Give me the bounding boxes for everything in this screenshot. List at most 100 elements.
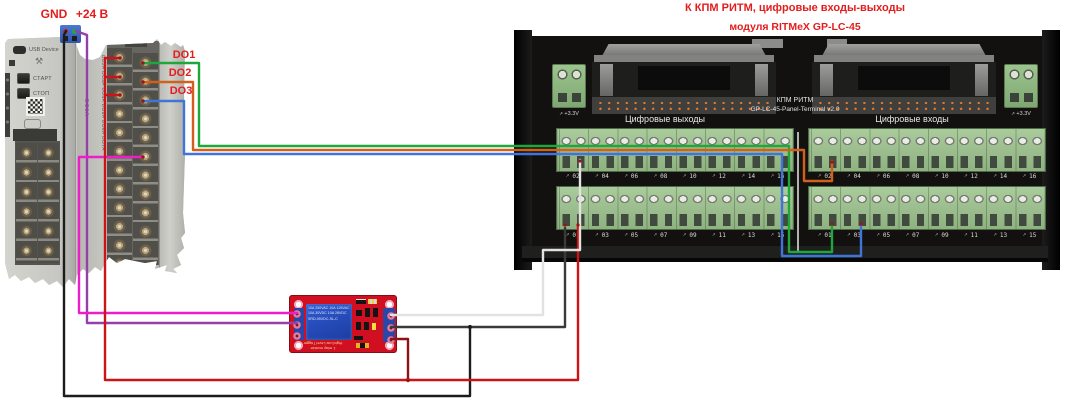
terminal-clamp	[13, 129, 57, 141]
pin-icon: ↗	[770, 232, 775, 237]
screw-column	[16, 143, 37, 263]
v33-label-right: ↗ +3.3V	[1011, 111, 1031, 117]
terminal-label: ↗14	[741, 172, 756, 180]
pin-icon: ↗	[565, 173, 570, 178]
terminal-label: ↗16	[770, 172, 785, 180]
power-terminal-3v3-right[interactable]	[1004, 64, 1038, 108]
pin-icon: ↗	[963, 173, 968, 178]
pin-icon: ↗	[934, 232, 939, 237]
connector-shell-base	[814, 55, 994, 63]
pin-icon: ↗	[711, 232, 716, 237]
pin-icon: ↗	[1011, 111, 1015, 116]
connector-shell-base	[594, 55, 774, 63]
panel-right-flange	[1042, 30, 1060, 270]
terminal-label: ↗13	[741, 231, 756, 239]
wire-opening	[1010, 93, 1019, 102]
wire-opening-row	[559, 214, 793, 226]
latch	[820, 64, 833, 114]
latch	[600, 64, 613, 114]
service-tools-icon: ⚒	[35, 56, 44, 66]
signal-pin[interactable]	[293, 310, 301, 318]
panel-bottom-edge	[522, 258, 1048, 262]
terminal-strip-outputs-even[interactable]	[556, 128, 794, 172]
do1-label: DO1	[172, 49, 196, 61]
screw-column	[133, 53, 158, 265]
smd-component	[364, 322, 369, 330]
vcc-pin[interactable]	[293, 321, 301, 329]
terminal-opening	[1023, 69, 1034, 80]
connector-socket-cavity	[638, 66, 730, 90]
screw-row	[559, 133, 793, 149]
indicator-square	[9, 60, 15, 66]
wire-opening-row	[811, 156, 1045, 168]
terminal-label: ↗06	[624, 172, 639, 180]
screw-column	[107, 48, 132, 265]
stop-button[interactable]	[17, 88, 30, 99]
screw-row	[559, 191, 793, 207]
terminal-labels-inputs-even: ↗02↗04↗06↗08↗10↗12↗14↗16	[808, 171, 1046, 181]
panel-title-line2: модуля RITMeX GP-LC-45	[729, 21, 861, 33]
connector-socket-cavity	[858, 66, 950, 90]
gnd-label: GND	[40, 7, 68, 21]
wire-opening	[572, 93, 581, 102]
status-led-strip	[5, 73, 10, 137]
pin-icon: ↗	[624, 173, 628, 178]
start-button[interactable]	[17, 73, 30, 84]
idc-connector-inputs[interactable]	[812, 44, 996, 114]
plus24v-pin	[72, 29, 77, 34]
terminal-labels-outputs-even: ↗02↗04↗06↗08↗10↗12↗14↗16	[556, 171, 794, 181]
gnd-pin[interactable]	[293, 332, 301, 340]
pin-icon: ↗	[682, 173, 687, 178]
pin-icon: ↗	[876, 173, 880, 178]
connector-shell	[602, 44, 766, 56]
plc-cpu-face: USB Device ⚒ СТАРТ СТОП microSD	[5, 33, 76, 287]
terminal-label: ↗05	[624, 231, 639, 239]
terminal-clamp	[125, 35, 147, 47]
terminal-strip-inputs-odd[interactable]	[808, 186, 1046, 230]
pin-icon: ↗	[770, 173, 775, 178]
terminal-label: ↗10	[934, 172, 949, 180]
relay-silkscreen-text: 1 relay module High/Low Level Trigger	[303, 340, 343, 350]
plc-module[interactable]: USB Device ⚒ СТАРТ СТОП microSD DO1A DO2…	[5, 33, 185, 287]
pin-icon: ↗	[993, 232, 997, 237]
terminal-label: ↗15	[770, 231, 785, 239]
transistor	[356, 310, 362, 316]
wire-opening	[558, 93, 567, 102]
pin-icon: ↗	[817, 173, 822, 178]
inputs-section-label: Цифровые входы	[875, 114, 949, 124]
panel-title-line1: К КПМ РИТМ, цифровые входы-выходы	[685, 2, 905, 14]
panel-section-divider	[797, 132, 799, 252]
screw-row	[811, 191, 1045, 207]
terminal-opening	[557, 69, 568, 80]
power-connector[interactable]	[60, 25, 81, 43]
module-side-label: DO1A	[83, 99, 89, 117]
pin-icon: ↗	[876, 232, 880, 237]
wire-opening-row	[811, 214, 1045, 226]
terminal-label: ↗07	[653, 231, 668, 239]
terminal-strip-outputs-odd[interactable]	[556, 186, 794, 230]
nc-terminal[interactable]	[387, 336, 395, 344]
terminal-opening	[571, 69, 582, 80]
panel-bottom-rail	[522, 246, 1048, 258]
smd-resistor	[356, 299, 366, 304]
pin-opening	[72, 36, 77, 41]
status-led	[372, 323, 376, 330]
stop-button-label: СТОП	[33, 91, 50, 97]
power-terminal-3v3-left[interactable]	[552, 64, 586, 108]
com-terminal[interactable]	[387, 324, 395, 332]
panel-name-line2: GP-LC-45-Panel-Terminal v2.0	[750, 106, 840, 113]
pin-icon: ↗	[905, 173, 910, 178]
panel-left-flange	[514, 30, 532, 270]
pin-icon: ↗	[817, 232, 822, 237]
no-terminal[interactable]	[387, 312, 395, 320]
usb-label: USB Device	[29, 47, 59, 53]
terminal-label: ↗03	[594, 231, 609, 239]
pin-icon: ↗	[682, 232, 687, 237]
qr-code	[26, 97, 45, 116]
terminal-strip-inputs-even[interactable]	[808, 128, 1046, 172]
fuse-diode	[356, 343, 369, 348]
